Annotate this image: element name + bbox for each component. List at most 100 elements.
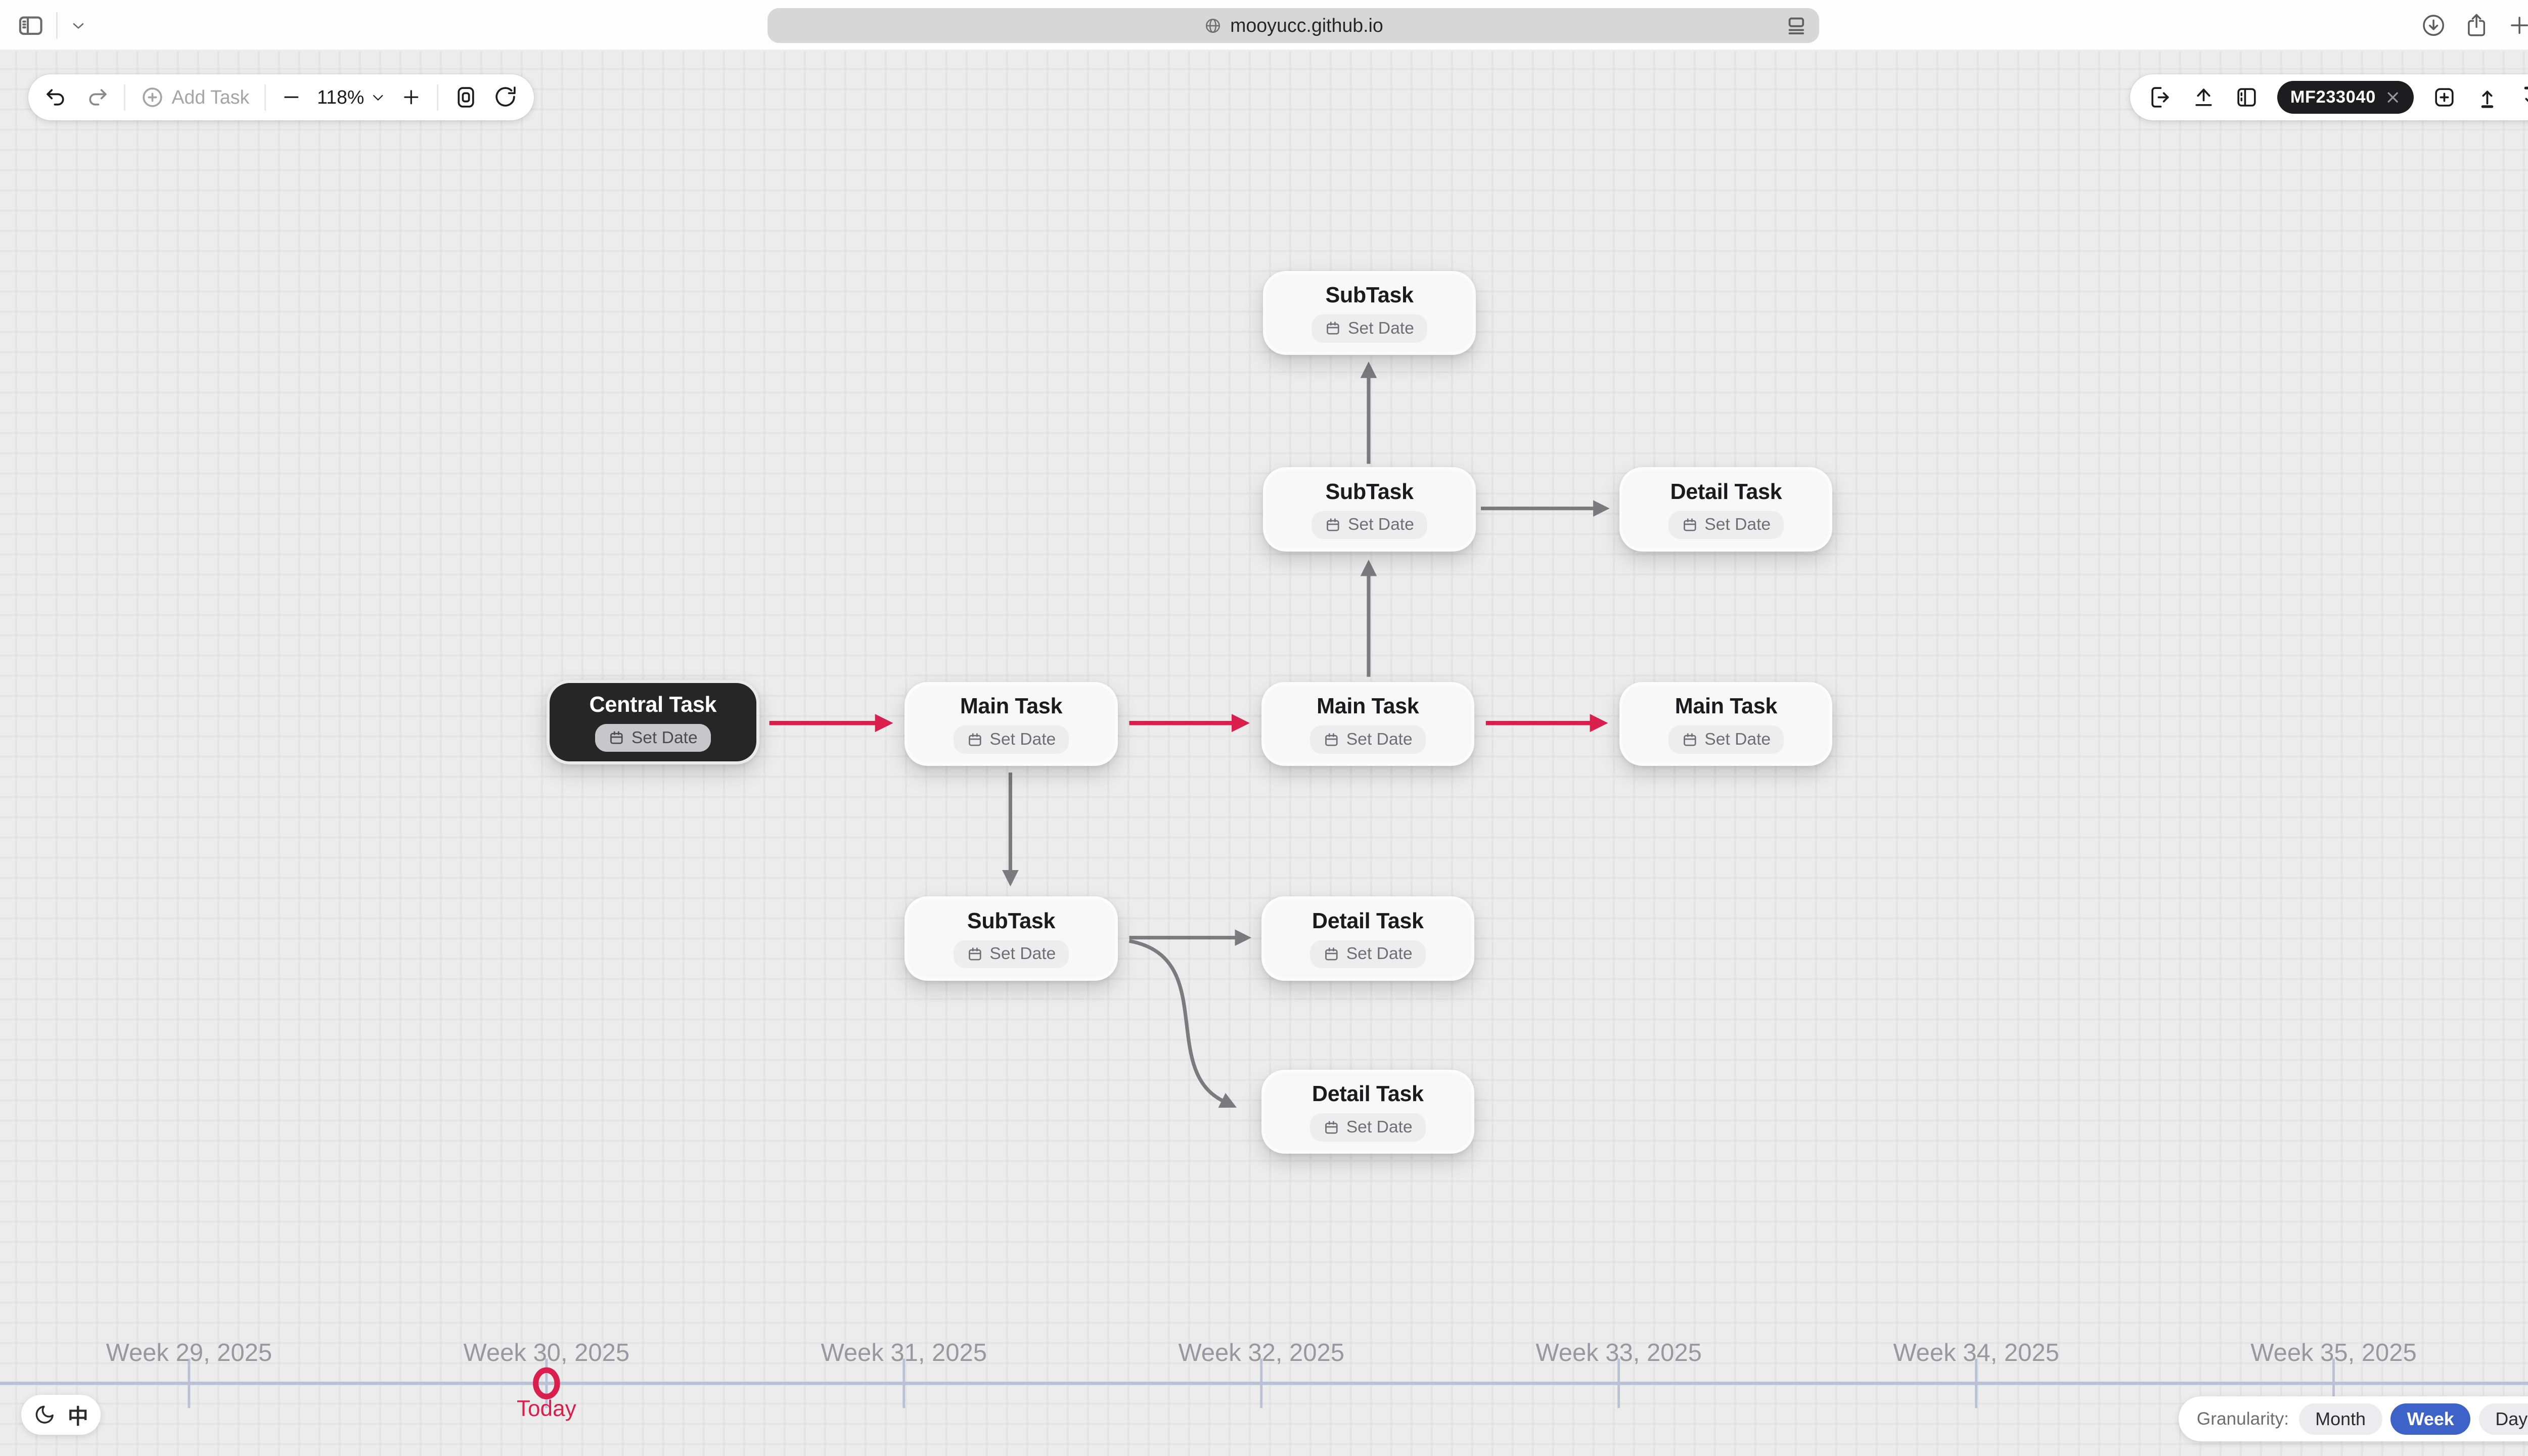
node-title: SubTask bbox=[1325, 283, 1414, 307]
set-date-label: Set Date bbox=[1347, 318, 1414, 338]
set-date-button[interactable]: Set Date bbox=[1310, 940, 1426, 969]
calendar-icon bbox=[968, 733, 981, 746]
divider bbox=[56, 12, 58, 39]
node-title: Detail Task bbox=[1312, 1082, 1424, 1107]
new-tab-icon[interactable] bbox=[2506, 12, 2528, 38]
circle-plus-icon bbox=[143, 87, 163, 107]
set-date-button[interactable]: Set Date bbox=[1668, 511, 1784, 539]
board-view-button[interactable] bbox=[2234, 85, 2259, 110]
dark-mode-toggle[interactable] bbox=[34, 1404, 55, 1425]
timeline-week-label: Week 30, 2025 bbox=[463, 1339, 630, 1367]
node-title: Detail Task bbox=[1312, 908, 1424, 933]
calendar-icon bbox=[1683, 733, 1696, 746]
set-date-label: Set Date bbox=[1346, 730, 1413, 749]
set-date-label: Set Date bbox=[1704, 730, 1771, 749]
chevron-down-icon[interactable] bbox=[69, 17, 87, 35]
granularity-option-month[interactable]: Month bbox=[2298, 1403, 2382, 1435]
export-button[interactable] bbox=[2148, 85, 2173, 110]
divider bbox=[264, 84, 266, 111]
set-date-button[interactable]: Set Date bbox=[953, 940, 1069, 969]
download-file-button[interactable] bbox=[2518, 85, 2528, 110]
timeline-week-label: Week 33, 2025 bbox=[1536, 1339, 1702, 1367]
import-file-button[interactable] bbox=[2475, 85, 2500, 110]
browser-chrome: mooyucc.github.io bbox=[0, 0, 2528, 52]
node-title: Main Task bbox=[960, 694, 1063, 719]
divider bbox=[436, 84, 439, 111]
zoom-level-dropdown[interactable]: 118% bbox=[317, 86, 386, 108]
chevron-down-icon bbox=[373, 95, 383, 101]
calendar-icon bbox=[1325, 733, 1338, 746]
set-date-button[interactable]: Set Date bbox=[595, 723, 711, 752]
zoom-out-button[interactable] bbox=[281, 86, 302, 108]
share-icon[interactable] bbox=[2463, 12, 2490, 38]
granularity-option-week[interactable]: Week bbox=[2390, 1403, 2471, 1435]
reader-view-icon[interactable] bbox=[1785, 14, 1808, 37]
sidebar-toggle-icon[interactable] bbox=[17, 12, 45, 40]
node-title: Central Task bbox=[589, 692, 717, 717]
set-date-label: Set Date bbox=[1346, 1118, 1413, 1137]
zoom-level-value: 118% bbox=[317, 86, 365, 108]
divider bbox=[123, 84, 126, 111]
set-date-button[interactable]: Set Date bbox=[1310, 725, 1426, 754]
timeline-week-label: Week 29, 2025 bbox=[106, 1339, 273, 1367]
granularity-label: Granularity: bbox=[2196, 1408, 2289, 1429]
file-tag-text: MF233040 bbox=[2290, 87, 2376, 107]
granularity-option-day[interactable]: Day bbox=[2478, 1403, 2528, 1435]
file-tag-pill[interactable]: MF233040 bbox=[2277, 81, 2414, 114]
close-tag-icon[interactable] bbox=[2385, 90, 2400, 105]
sync-button[interactable] bbox=[493, 85, 518, 110]
downloads-icon[interactable] bbox=[2420, 12, 2447, 38]
set-date-button[interactable]: Set Date bbox=[1312, 511, 1427, 539]
node-title: Main Task bbox=[1317, 694, 1419, 719]
set-date-label: Set Date bbox=[1347, 515, 1414, 534]
set-date-button[interactable]: Set Date bbox=[953, 725, 1069, 754]
redo-button[interactable] bbox=[84, 85, 109, 110]
canvas-toolbar-left: Add Task 118% bbox=[28, 74, 534, 121]
calendar-icon bbox=[1325, 947, 1338, 961]
calendar-icon bbox=[968, 947, 981, 961]
set-date-button[interactable]: Set Date bbox=[1668, 725, 1784, 754]
set-date-button[interactable]: Set Date bbox=[1312, 314, 1427, 343]
language-toggle[interactable]: 中 bbox=[67, 1404, 88, 1428]
undo-button[interactable] bbox=[44, 85, 69, 110]
calendar-icon bbox=[1327, 518, 1339, 531]
fit-view-button[interactable] bbox=[454, 85, 478, 110]
timeline-week-label: Week 32, 2025 bbox=[1178, 1339, 1344, 1367]
canvas-toolbar-right: MF233040 bbox=[2130, 74, 2528, 121]
today-label: Today bbox=[517, 1396, 576, 1422]
theme-language-pill: 中 bbox=[21, 1395, 101, 1435]
node-title: Detail Task bbox=[1670, 479, 1782, 504]
zoom-in-button[interactable] bbox=[400, 86, 422, 108]
set-date-button[interactable]: Set Date bbox=[1310, 1113, 1426, 1142]
timeline-week-label: Week 31, 2025 bbox=[821, 1339, 987, 1367]
calendar-icon bbox=[610, 731, 623, 744]
add-task-label: Add Task bbox=[171, 86, 250, 108]
address-bar[interactable]: mooyucc.github.io bbox=[768, 8, 1820, 43]
calendar-icon bbox=[1327, 322, 1339, 335]
calendar-icon bbox=[1325, 1121, 1338, 1134]
add-task-button[interactable]: Add Task bbox=[140, 85, 249, 110]
globe-icon bbox=[1205, 18, 1220, 33]
add-frame-button[interactable] bbox=[2432, 85, 2457, 110]
publish-button[interactable] bbox=[2191, 85, 2216, 110]
set-date-label: Set Date bbox=[989, 730, 1056, 749]
set-date-label: Set Date bbox=[1704, 515, 1771, 534]
timeline-week-label: Week 34, 2025 bbox=[1893, 1339, 2059, 1367]
set-date-label: Set Date bbox=[1346, 944, 1413, 964]
set-date-label: Set Date bbox=[989, 944, 1056, 964]
set-date-label: Set Date bbox=[631, 728, 698, 747]
timeline-week-label: Week 35, 2025 bbox=[2250, 1339, 2417, 1367]
moon-icon bbox=[35, 1405, 54, 1424]
node-title: SubTask bbox=[967, 908, 1056, 933]
